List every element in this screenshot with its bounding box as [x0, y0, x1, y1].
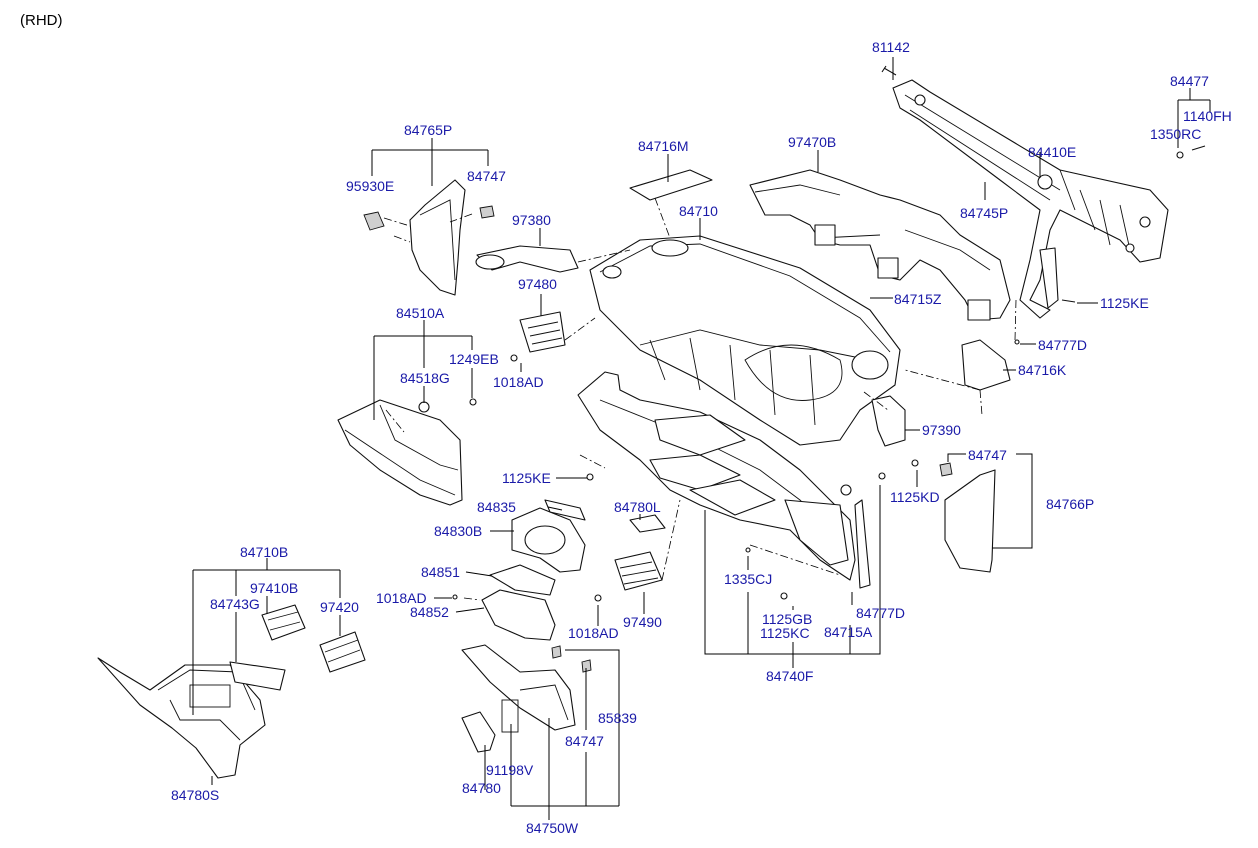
lower-left-garnish-illustration — [97, 657, 286, 779]
part-label: 97410B — [250, 580, 298, 596]
clip-84747-bottom-illustration — [551, 645, 562, 659]
part-label: 84715A — [824, 624, 873, 640]
part-label: 97390 — [922, 422, 961, 438]
part-label: 1125KE — [502, 470, 551, 486]
part-label: 84852 — [410, 604, 449, 620]
part-label: 85839 — [598, 710, 637, 726]
part-label: 1335CJ — [724, 571, 772, 587]
part-label: 1140FH — [1183, 108, 1232, 124]
part-label: 81142 — [872, 39, 910, 55]
lower-cover-assembly-illustration — [461, 644, 576, 753]
part-label: 84830B — [434, 523, 482, 539]
phantom-dashed-lines — [383, 197, 1017, 601]
center-cover-illustration — [629, 514, 666, 533]
part-label: 84777D — [856, 605, 905, 621]
clip-85839-illustration — [581, 659, 592, 673]
part-label: 84777D — [1038, 337, 1087, 353]
part-label: 84851 — [421, 564, 460, 580]
part-label: 84780S — [171, 787, 219, 803]
part-label: 97480 — [518, 276, 557, 292]
part-label: 84518G — [400, 370, 450, 386]
part-label: 84510A — [396, 305, 445, 321]
part-label: 91198V — [486, 762, 534, 778]
part-label: 84716M — [638, 138, 689, 154]
side-duct-illustration — [475, 245, 579, 273]
small-cover-84780-illustration — [461, 711, 496, 753]
side-vent-97410b-illustration — [261, 604, 306, 641]
part-label: 1018AD — [376, 590, 427, 606]
part-label: 84710 — [679, 203, 718, 219]
main-duct-illustration — [749, 169, 1011, 321]
rhd-variant-label: (RHD) — [20, 12, 63, 29]
part-label: 97420 — [320, 599, 359, 615]
glove-box-illustration — [337, 399, 463, 506]
leader-lines — [192, 57, 1211, 820]
part-label: 97470B — [788, 134, 836, 150]
crash-pad-main-illustration — [589, 235, 901, 446]
part-label: 84780 — [462, 780, 501, 796]
cowl-cross-bar-illustration — [892, 79, 1169, 319]
part-label: 84747 — [467, 168, 506, 184]
side-panel-clip-illustration — [939, 462, 953, 477]
part-label: 1125KE — [1100, 295, 1149, 311]
cluster-hood-illustration — [511, 499, 586, 573]
side-panel-p-illustration — [944, 469, 996, 573]
part-label: 1249EB — [449, 351, 499, 367]
part-label: 95930E — [346, 178, 394, 194]
top-cover-illustration — [629, 169, 713, 201]
part-label: 84780L — [614, 499, 661, 515]
part-label: 97490 — [623, 614, 662, 630]
part-label: 84410E — [1028, 144, 1076, 160]
column-shroud-illustration — [481, 564, 556, 641]
part-number-labels: 81142 84477 1140FH 1350RC 84410E 84745P … — [171, 39, 1232, 836]
part-label: 1350RC — [1150, 126, 1201, 142]
part-label: 97380 — [512, 212, 551, 228]
part-label: 1125GB — [762, 611, 812, 627]
part-label: 84747 — [565, 733, 604, 749]
part-label: 84477 — [1170, 73, 1209, 89]
part-label: 84716K — [1018, 362, 1067, 378]
part-label: 84765P — [404, 122, 452, 138]
center-vent-97490-illustration — [614, 551, 663, 591]
part-label: 84747 — [968, 447, 1007, 463]
part-label: 1125KD — [890, 489, 940, 505]
part-label: 84743G — [210, 596, 260, 612]
side-vent-97480-illustration — [519, 311, 566, 353]
part-label: 1125KC — [760, 625, 810, 641]
left-side-trim-illustration — [409, 179, 466, 296]
side-cover-k-illustration — [961, 339, 1011, 391]
part-label: 1018AD — [493, 374, 544, 390]
fastener-hardware — [418, 65, 1206, 602]
side-vent-97390-illustration — [871, 395, 906, 447]
part-label: 84715Z — [894, 291, 942, 307]
part-label: 84766P — [1046, 496, 1094, 512]
part-label: 84835 — [477, 499, 516, 515]
part-label: 84740F — [766, 668, 813, 684]
part-label: 84745P — [960, 205, 1008, 221]
side-vent-97420-illustration — [319, 631, 366, 673]
lower-panel-frame-illustration — [577, 371, 871, 589]
clip-84747-top-illustration — [479, 205, 495, 219]
fastener-95930e-illustration — [363, 211, 385, 231]
part-label: 84710B — [240, 544, 288, 560]
part-label: 84750W — [526, 820, 579, 836]
part-label: 1018AD — [568, 625, 619, 641]
